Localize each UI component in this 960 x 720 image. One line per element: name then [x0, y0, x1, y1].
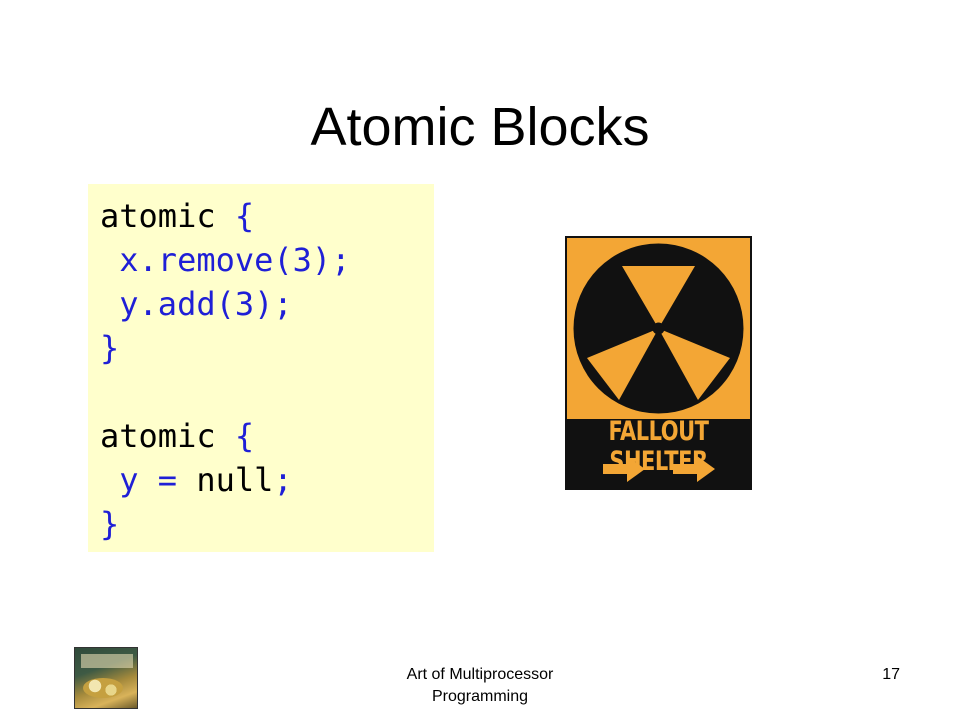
fallout-shelter-sign: FALLOUT SHELTER	[565, 236, 752, 490]
code-line-6: atomic {	[100, 414, 254, 458]
book-cover-title-block	[81, 654, 133, 668]
arrow-right-icon	[673, 456, 715, 482]
sign-label: FALLOUT SHELTER	[608, 416, 709, 476]
footer-line: Programming	[431, 688, 529, 705]
code-null: null	[196, 461, 274, 499]
arrow-right-icon	[603, 456, 645, 482]
code-line-7: y = null;	[100, 458, 293, 502]
code-text: {	[234, 417, 255, 455]
book-cover-art	[83, 678, 123, 698]
code-text: }	[100, 329, 120, 367]
footer-title: Art of Multiprocessor Programming	[330, 664, 630, 708]
radiation-symbol-icon	[573, 243, 744, 414]
code-block: atomic { x.remove(3); y.add(3); } atomic…	[88, 184, 434, 552]
code-line-8: }	[100, 502, 119, 546]
code-text: y.add(3);	[100, 285, 293, 323]
code-semicolon: ;	[273, 461, 293, 499]
page-number: 17	[882, 666, 900, 683]
footer-line: Art of Multiprocessor	[406, 666, 554, 683]
code-line-1: atomic {	[100, 194, 254, 238]
code-text: x.remove(3);	[100, 241, 351, 279]
code-line-4: }	[100, 326, 119, 370]
code-text: {	[234, 197, 255, 235]
code-line-2: x.remove(3);	[100, 238, 350, 282]
sign-symbol-panel	[567, 238, 750, 419]
book-cover-thumbnail	[74, 647, 138, 709]
code-text: }	[100, 505, 120, 543]
code-line-3: y.add(3);	[100, 282, 293, 326]
code-text-y: y =	[100, 461, 197, 499]
code-keyword: atomic	[100, 417, 235, 455]
code-keyword: atomic	[100, 197, 235, 235]
slide-title: Atomic Blocks	[310, 97, 650, 157]
